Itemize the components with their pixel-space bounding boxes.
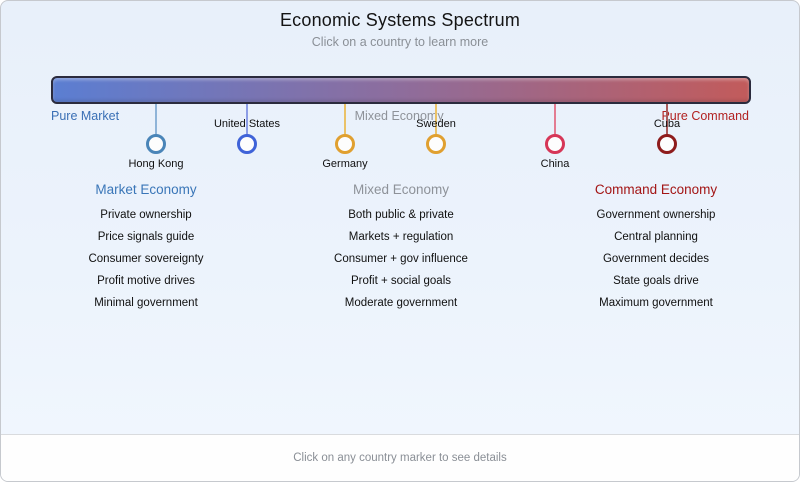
column-item: Profit motive drives: [97, 275, 195, 287]
header: Economic Systems Spectrum Click on a cou…: [1, 1, 799, 49]
country-marker-label[interactable]: China: [540, 158, 570, 170]
column-item: Minimal government: [94, 297, 198, 309]
column-item: Government ownership: [596, 209, 716, 221]
column-item: Maximum government: [599, 297, 713, 309]
country-marker-circle[interactable]: [335, 134, 355, 154]
column-mixed-economy: Mixed Economy Both public & private Mark…: [276, 182, 526, 314]
marker-line: [344, 104, 346, 135]
column-heading: Market Economy: [95, 182, 197, 197]
axis-label-pure-command: Pure Command: [661, 109, 749, 123]
country-marker-label[interactable]: Cuba: [653, 118, 681, 130]
column-item: Price signals guide: [97, 231, 195, 243]
column-item: Markets + regulation: [348, 231, 454, 243]
marker-line: [155, 104, 157, 135]
marker-line: [246, 104, 248, 135]
column-item: Both public & private: [348, 209, 454, 221]
country-marker-circle[interactable]: [545, 134, 565, 154]
column-heading: Mixed Economy: [352, 182, 450, 197]
spectrum-gradient-bar: [51, 76, 751, 104]
column-item: Central planning: [614, 231, 698, 243]
column-command-economy: Command Economy Government ownership Cen…: [531, 182, 781, 314]
axis-label-mixed-economy: Mixed Economy: [354, 109, 444, 123]
column-item: State goals drive: [613, 275, 699, 287]
column-market-economy: Market Economy Private ownership Price s…: [21, 182, 271, 314]
column-item: Private ownership: [100, 209, 192, 221]
footer-hint: Click on any country marker to see detai…: [293, 452, 507, 464]
country-marker-label[interactable]: Sweden: [416, 118, 456, 130]
column-item: Consumer sovereignty: [88, 253, 204, 265]
country-marker-circle[interactable]: [146, 134, 166, 154]
country-marker-label[interactable]: Germany: [322, 158, 368, 170]
column-heading: Command Economy: [594, 182, 718, 197]
country-marker-circle[interactable]: [237, 134, 257, 154]
marker-line: [435, 104, 437, 135]
marker-line: [666, 104, 668, 135]
marker-line: [554, 104, 556, 135]
country-marker-circle[interactable]: [657, 134, 677, 154]
country-marker-label[interactable]: United States: [213, 118, 281, 130]
column-item: Profit + social goals: [350, 275, 452, 287]
footer-bar: Click on any country marker to see detai…: [1, 434, 799, 481]
axis-label-pure-market: Pure Market: [51, 109, 120, 123]
column-item: Moderate government: [344, 297, 458, 309]
country-marker-label[interactable]: Hong Kong: [128, 158, 184, 170]
column-item: Consumer + gov influence: [334, 253, 468, 265]
column-item: Government decides: [602, 253, 710, 265]
page-subtitle: Click on a country to learn more: [311, 35, 489, 49]
country-marker-circle[interactable]: [426, 134, 446, 154]
page-title: Economic Systems Spectrum: [279, 10, 521, 30]
